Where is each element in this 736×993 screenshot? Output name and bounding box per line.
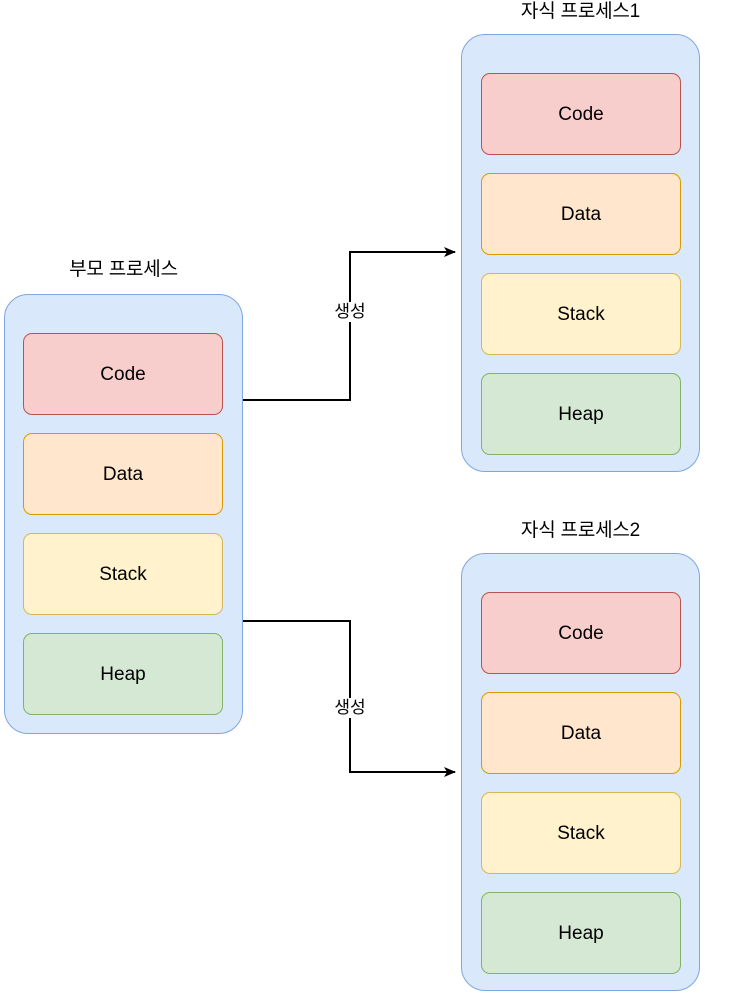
parent-segment-code-label: Code xyxy=(100,363,146,385)
child2-segment-code[interactable]: Code xyxy=(481,592,681,674)
parent-segment-heap[interactable]: Heap xyxy=(23,633,223,715)
parent-segment-heap-label: Heap xyxy=(100,663,146,685)
child1-segment-stack-label: Stack xyxy=(557,303,605,325)
edge-label-create-2: 생성 xyxy=(331,698,369,718)
child1-process-group: 자식 프로세스1 Code Data Stack Heap xyxy=(461,0,700,472)
child1-process-box[interactable]: Code Data Stack Heap xyxy=(461,34,700,472)
child2-process-box[interactable]: Code Data Stack Heap xyxy=(461,553,700,991)
child1-segment-data-label: Data xyxy=(560,203,602,225)
child1-segment-heap-label: Heap xyxy=(558,403,604,425)
child2-segment-heap-label: Heap xyxy=(558,922,604,944)
child1-segment-stack[interactable]: Stack xyxy=(481,273,681,355)
edge-parent-to-child1 xyxy=(242,247,456,401)
child2-segment-stack-label: Stack xyxy=(557,822,605,844)
edge-parent-to-child2 xyxy=(242,620,456,777)
child1-segment-data[interactable]: Data xyxy=(481,173,681,255)
parent-segment-code[interactable]: Code xyxy=(23,333,223,415)
parent-segment-data-label: Data xyxy=(102,463,144,485)
child2-segment-heap[interactable]: Heap xyxy=(481,892,681,974)
parent-segment-stack[interactable]: Stack xyxy=(23,533,223,615)
parent-segment-stack-label: Stack xyxy=(99,563,147,585)
parent-process-group: 부모 프로세스 Code Data Stack Heap xyxy=(4,258,243,734)
parent-segment-data[interactable]: Data xyxy=(23,433,223,515)
child2-process-title: 자식 프로세스2 xyxy=(520,520,641,541)
child1-segment-code[interactable]: Code xyxy=(481,73,681,155)
child1-segment-code-label: Code xyxy=(558,103,604,125)
child2-segment-data-label: Data xyxy=(560,722,602,744)
child1-segment-heap[interactable]: Heap xyxy=(481,373,681,455)
child2-process-group: 자식 프로세스2 Code Data Stack Heap xyxy=(461,519,700,991)
child2-segment-data[interactable]: Data xyxy=(481,692,681,774)
child2-segment-code-label: Code xyxy=(558,622,604,644)
child2-segment-stack[interactable]: Stack xyxy=(481,792,681,874)
parent-process-box[interactable]: Code Data Stack Heap xyxy=(4,294,243,734)
edge-label-create-1: 생성 xyxy=(331,302,369,322)
child1-process-title: 자식 프로세스1 xyxy=(520,1,641,22)
parent-process-title: 부모 프로세스 xyxy=(69,259,178,280)
